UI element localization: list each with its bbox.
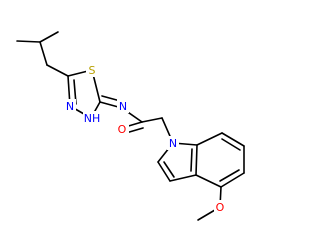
bond-ch-ch2 xyxy=(39,41,48,66)
nitrogen-nh-text: NH xyxy=(84,112,101,125)
nitrogen-n3-label: N xyxy=(64,99,76,113)
bond-c4-c3a xyxy=(195,174,222,188)
atom-labels: S N NH N O N O xyxy=(64,63,227,214)
bond-c5-c4-double xyxy=(219,169,240,182)
nitrogen-n3-text: N xyxy=(66,100,74,113)
bond-c5-c4 xyxy=(220,172,245,188)
nitrogen-indole-text: N xyxy=(169,137,177,150)
nitrogen-imine-label: N xyxy=(117,99,129,113)
nitrogen-imine-text: N xyxy=(119,100,127,113)
oxygen-carbonyl-text: O xyxy=(118,123,127,136)
oxygen-methoxy-label: O xyxy=(214,200,227,214)
bond-c2-c3 xyxy=(157,161,171,182)
bond-ch3a-ch xyxy=(16,40,41,43)
bond-c7a-c7 xyxy=(196,132,223,146)
bond-ch2-c5 xyxy=(46,64,69,77)
chemical-structure-diagram: S N NH N O N O xyxy=(16,31,245,221)
bond-c7-c6-double xyxy=(221,138,241,151)
bond-ch-ch3b xyxy=(39,31,59,43)
bond-c2-c3-double xyxy=(163,161,175,178)
nitrogen-nh-label: NH xyxy=(83,111,101,125)
sulfur-atom-text: S xyxy=(89,64,96,77)
bond-c7-c6 xyxy=(221,132,245,147)
bond-c3a-c7a xyxy=(195,144,198,176)
bonds xyxy=(16,31,245,221)
bond-ccarbonyl-ch2 xyxy=(141,117,163,123)
bond-c3a-c7a-double xyxy=(190,148,193,172)
bond-c3-c3a xyxy=(169,174,197,182)
sulfur-atom-label: S xyxy=(86,63,98,77)
oxygen-methoxy-text: O xyxy=(216,201,225,214)
nitrogen-indole-label: N xyxy=(167,136,179,150)
oxygen-carbonyl-label: O xyxy=(116,122,129,136)
